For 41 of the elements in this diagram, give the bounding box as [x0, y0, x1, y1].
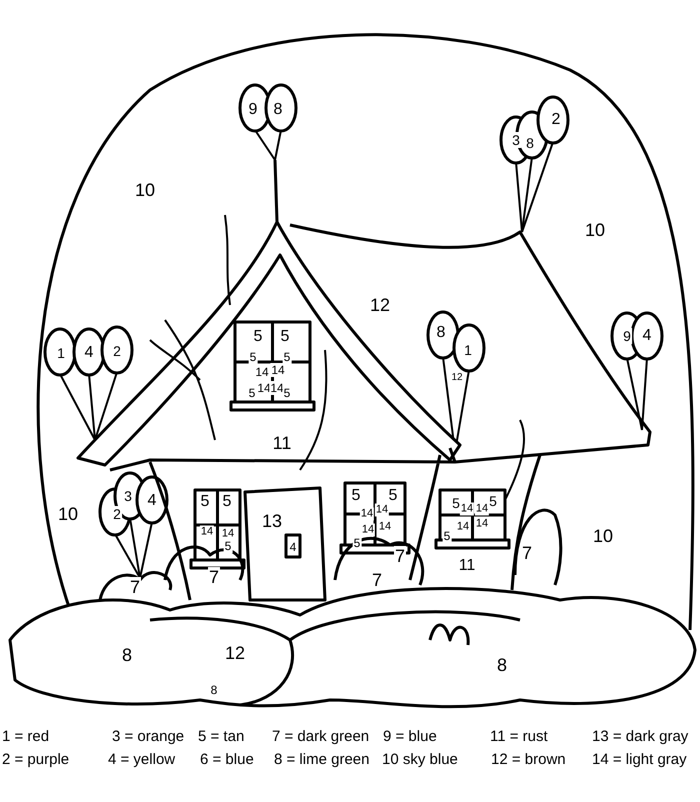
- color-key-entry: 11 = rust: [490, 729, 548, 744]
- callout-number: 5: [451, 495, 461, 511]
- callout-number: 4: [288, 540, 298, 554]
- callout-number: 5: [248, 386, 256, 400]
- callout-number: 14: [254, 365, 270, 379]
- callout-number: 8: [525, 135, 535, 151]
- color-key-entry: 9 = blue: [383, 729, 437, 744]
- color-key-entry: 7 = dark green: [272, 729, 370, 744]
- callout-number: 5: [282, 350, 292, 364]
- callout-number: 14: [360, 508, 374, 520]
- callout-number: 5: [282, 386, 292, 400]
- color-key-entry: 6 = blue: [200, 752, 254, 767]
- callout-number: 3: [511, 132, 521, 148]
- callout-number: 5: [248, 350, 258, 364]
- color-key-entry: 13 = dark gray: [592, 729, 688, 744]
- color-key-entry: 10 sky blue: [382, 752, 458, 767]
- callout-number: 1: [463, 342, 473, 358]
- callout-number: 3: [123, 488, 133, 504]
- callout-number: 5: [224, 539, 232, 553]
- color-key-entry: 5 = tan: [198, 729, 244, 744]
- color-key-entry: 4 = yellow: [108, 752, 176, 767]
- color-key-entry: 3 = orange: [112, 729, 184, 744]
- callout-number: 5: [488, 493, 498, 509]
- color-key-entry: 1 = red: [2, 729, 50, 744]
- callout-number: 14: [460, 502, 474, 516]
- callout-number: 14: [270, 363, 286, 377]
- callout-number: 2: [112, 343, 122, 359]
- callout-number: 14: [474, 502, 490, 516]
- callout-number: 14: [360, 524, 376, 536]
- callout-number: 14: [374, 504, 390, 516]
- callout-number: 14: [269, 381, 285, 395]
- color-key-entry: 14 = light gray: [592, 752, 687, 767]
- color-key-entry: 8 = lime green: [274, 752, 370, 767]
- callout-number: 5: [442, 529, 452, 543]
- callout-number: 8: [210, 683, 218, 697]
- color-key-entry: 12 = brown: [491, 752, 566, 767]
- callout-number: 1: [56, 345, 66, 361]
- callout-number: 2: [112, 506, 122, 522]
- color-key-entry: 2 = purple: [2, 752, 70, 767]
- callout-number: 9: [622, 328, 632, 344]
- callout-number: 5: [352, 536, 362, 550]
